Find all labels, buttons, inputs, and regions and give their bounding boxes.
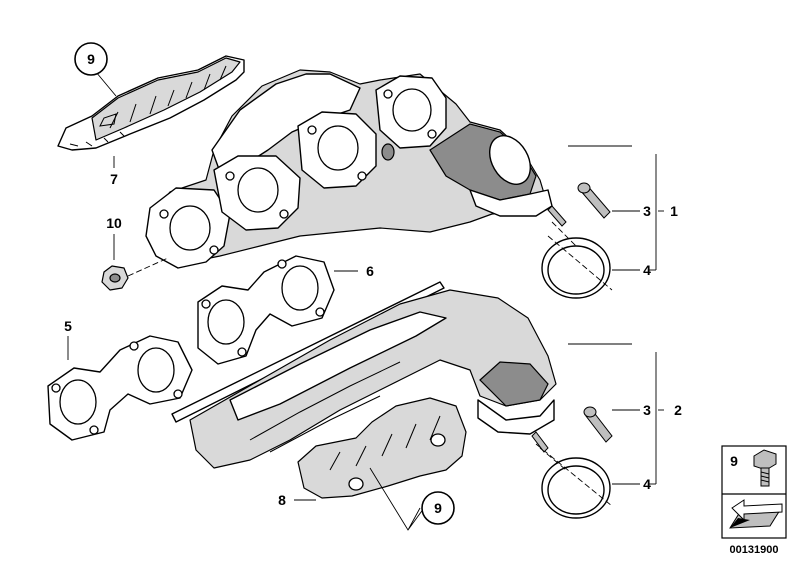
callout-9a: 9 [87, 51, 95, 67]
sealing-ring-upper[interactable] [541, 235, 613, 299]
callouts: 9 7 10 6 5 8 9 3 1 4 3 2 4 [64, 42, 682, 525]
heat-shield-lower[interactable] [297, 397, 467, 499]
exhaust-manifold-upper[interactable] [145, 69, 567, 269]
bolt-upper[interactable] [577, 182, 611, 219]
callout-6: 6 [366, 263, 374, 279]
callout-8: 8 [278, 492, 286, 508]
exhaust-manifold-lower[interactable] [171, 281, 557, 469]
callout-3a: 3 [643, 203, 651, 219]
direction-arrow-icon [729, 499, 783, 529]
legend-item-number: 9 [730, 453, 738, 469]
callout-5: 5 [64, 318, 72, 334]
gasket-lower[interactable] [47, 335, 193, 441]
callout-3b: 3 [643, 402, 651, 418]
legend-box: 9 00131900 [721, 445, 787, 556]
bolt-lower[interactable] [583, 406, 613, 443]
callout-2: 2 [674, 402, 682, 418]
callout-circle-9b [421, 491, 455, 525]
leader-lines [67, 71, 664, 531]
bolt-icon [753, 449, 777, 487]
drawing-number: 00131900 [730, 544, 779, 556]
callout-4b: 4 [643, 476, 651, 492]
callout-9b: 9 [434, 500, 442, 516]
gasket-upper[interactable] [197, 255, 335, 365]
callout-circle-9a [74, 42, 108, 76]
callout-7: 7 [110, 171, 118, 187]
sealing-ring-lower[interactable] [535, 443, 613, 519]
callout-10: 10 [106, 215, 122, 231]
callout-1: 1 [670, 203, 678, 219]
nut[interactable] [101, 265, 129, 291]
callout-4a: 4 [643, 262, 651, 278]
heat-shield-upper[interactable] [57, 55, 245, 151]
